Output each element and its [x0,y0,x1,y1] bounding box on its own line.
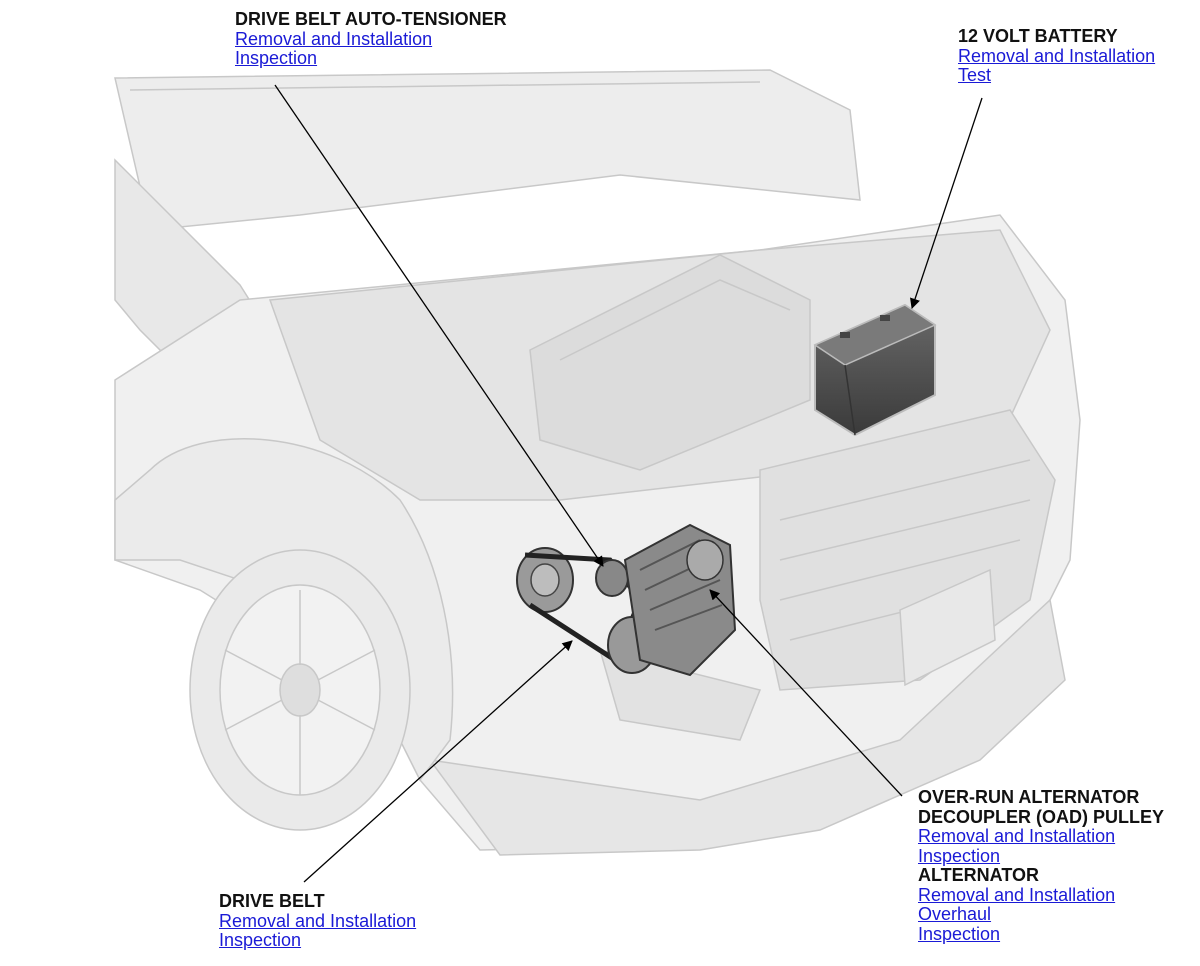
link-inspection[interactable]: Inspection [918,923,1001,944]
battery [813,303,937,437]
link-removal-installation[interactable]: Removal and Installation [918,884,1116,905]
link-removal-installation[interactable]: Removal and Installation [235,28,433,49]
callout-drive-belt-auto-tensioner: DRIVE BELT AUTO-TENSIONER Removal and In… [235,9,507,69]
front-bumper [428,598,1066,856]
callout-title: DRIVE BELT [219,891,325,911]
leader-belt [303,640,573,883]
link-inspection[interactable]: Inspection [235,48,318,68]
callout-title-line-2: DECOUPLER (OAD) PULLEY [918,806,1165,827]
wheel-arch [114,438,454,782]
link-inspection[interactable]: Inspection [918,845,1001,866]
engine-cover [529,254,811,471]
link-test[interactable]: Test [958,65,992,85]
link-removal-installation[interactable]: Removal and Installation [958,45,1156,66]
link-overhaul[interactable]: Overhaul [918,904,992,924]
license-plate [899,568,996,687]
link-removal-installation[interactable]: Removal and Installation [918,826,1116,846]
leader-tensioner [274,84,604,567]
callout-title-alternator: ALTERNATOR [918,865,1039,885]
tensioner-pulley [595,559,629,597]
leader-lines [274,84,983,883]
callout-title: DRIVE BELT AUTO-TENSIONER [235,9,507,29]
callout-oad-pulley-alternator: OVER-RUN ALTERNATOR DECOUPLER (OAD) PULL… [918,787,1165,944]
leader-oad [709,589,903,797]
callout-title: 12 VOLT BATTERY [958,26,1118,46]
callout-title-line-1: OVER-RUN ALTERNATOR [918,787,1140,807]
callout-drive-belt: DRIVE BELT Removal and Installation Insp… [219,891,417,951]
leader-battery [910,97,983,309]
hood [114,69,861,231]
link-removal-installation[interactable]: Removal and Installation [219,910,417,931]
vehicle-illustration [114,69,1081,856]
link-inspection[interactable]: Inspection [219,930,302,950]
callout-12-volt-battery: 12 VOLT BATTERY Removal and Installation… [958,26,1156,86]
alternator-assembly [516,523,737,677]
